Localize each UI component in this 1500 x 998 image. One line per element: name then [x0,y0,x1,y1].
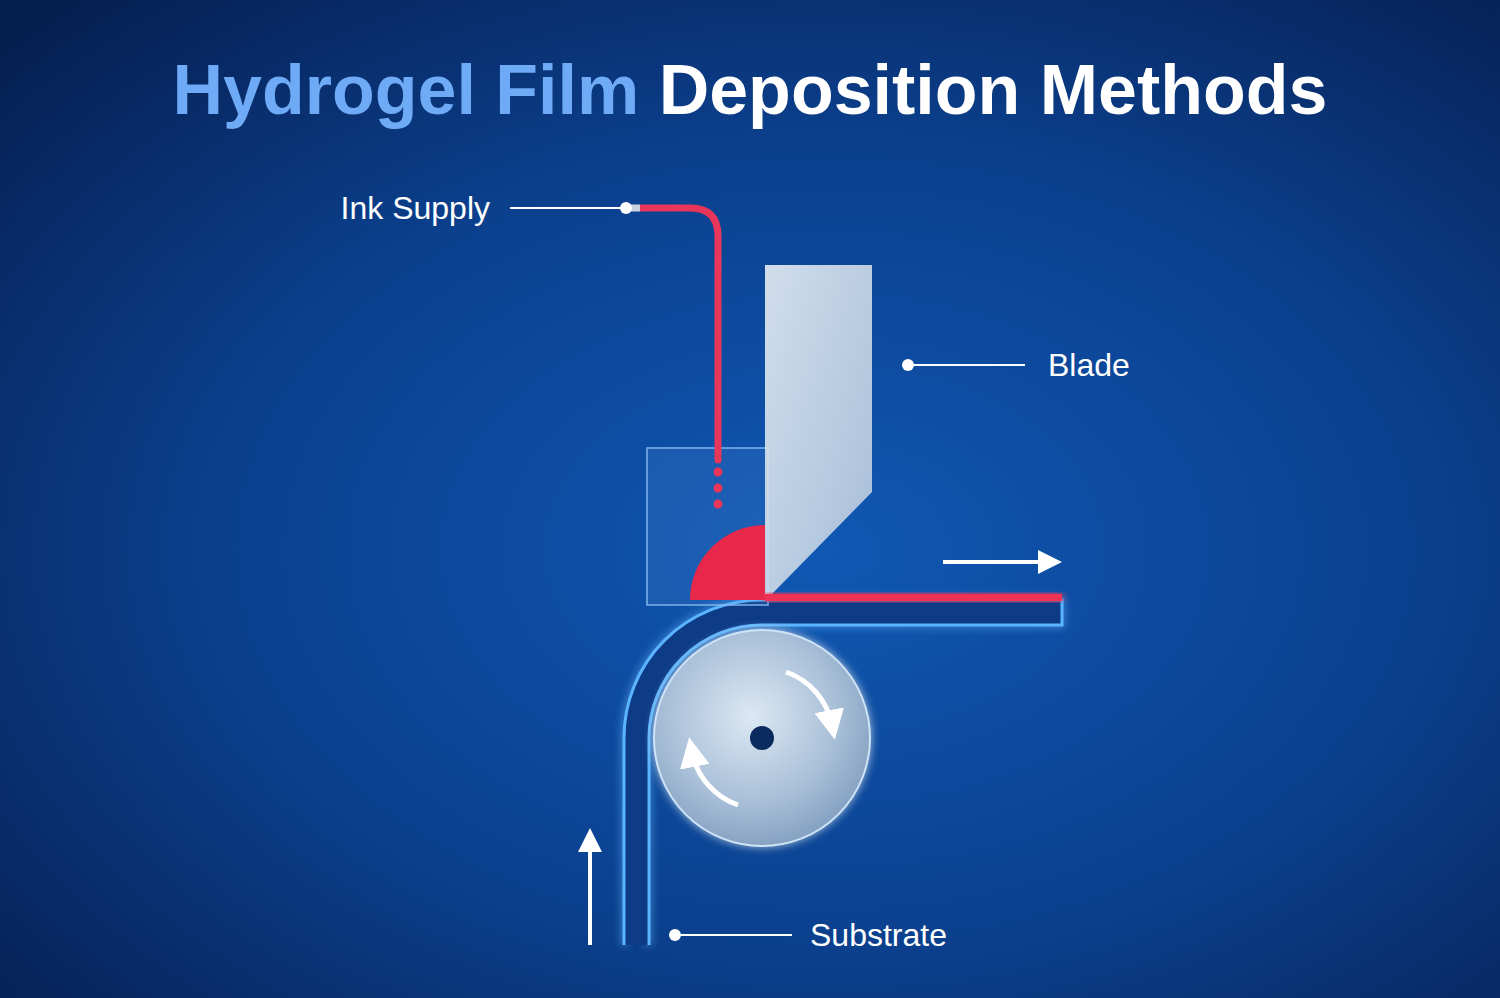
leader-dot [620,202,632,214]
ink-drop [714,468,723,477]
ink-meniscus [690,525,765,600]
ink-drop [714,500,723,509]
leader-dot [669,929,681,941]
roller [654,630,870,846]
title-wrap: Hydrogel Film Deposition Methods [0,48,1500,132]
part-label: Ink Supply [341,189,490,227]
part-label: Substrate [810,916,947,954]
roller-axle [750,726,774,750]
substrate-band [624,600,1062,945]
motion-arrow [588,840,592,945]
rotation-arrow [692,752,738,805]
leader-dot [902,359,914,371]
blade [765,265,872,598]
ink-tube [640,208,718,460]
ink-reservoir [647,448,768,605]
motion-arrow [943,560,1050,564]
leader-line [675,934,792,936]
hydrogel-film [765,594,1062,601]
rotation-arrow [786,672,832,725]
diagram-title: Hydrogel Film Deposition Methods [172,48,1327,132]
leader-line [908,364,1025,366]
leader-line [510,207,624,209]
part-label: Blade [1048,346,1130,384]
ink-drop [714,484,723,493]
